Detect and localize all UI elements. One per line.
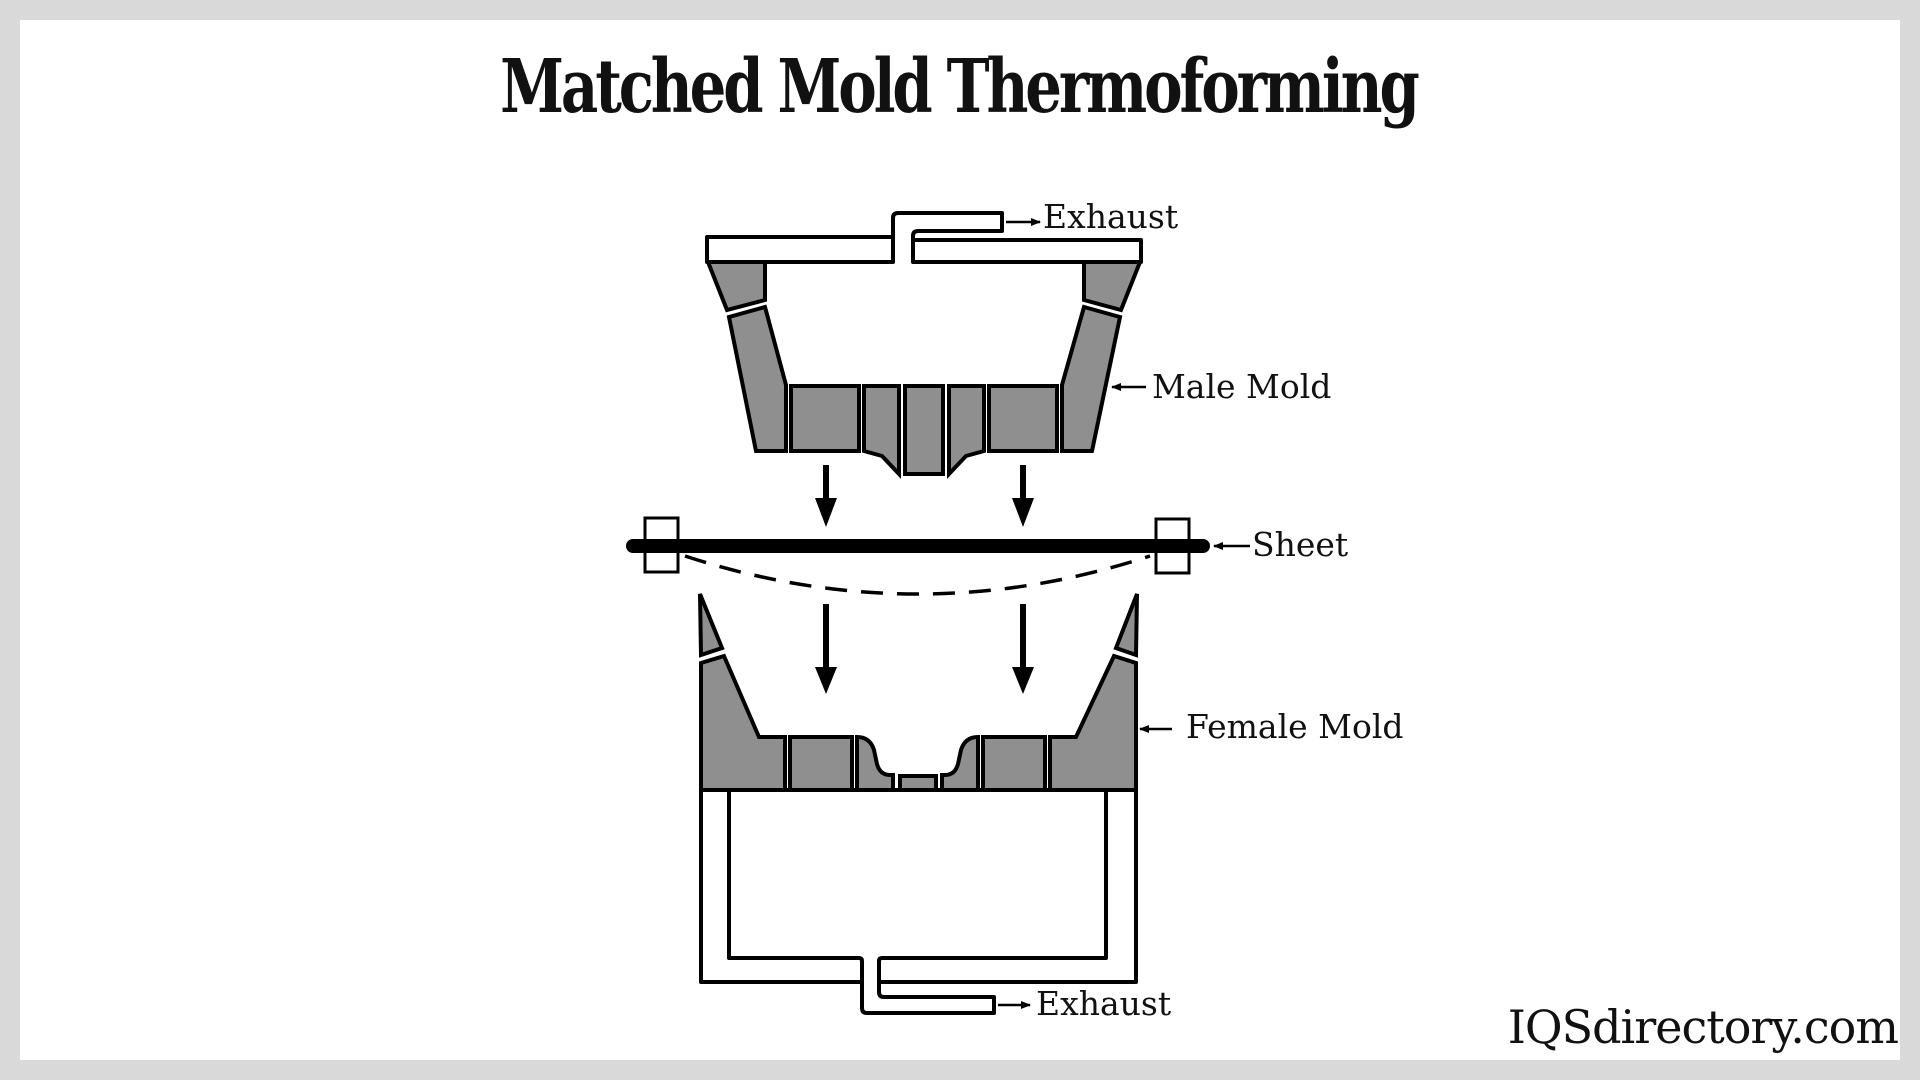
- female-mold-right-wall: [1048, 653, 1138, 792]
- female-mold-left-wall: [699, 653, 787, 792]
- down-arrow-head: [815, 498, 837, 527]
- male-mold-left-upper-wedge: [705, 260, 767, 313]
- male-mold-top-plate-left: [705, 235, 895, 264]
- female-mold-curved-block-right: [940, 734, 980, 792]
- sagged-sheet-dashed: [684, 554, 1151, 596]
- female-mold-curved-block-left: [855, 734, 895, 792]
- down-arrow-head: [1012, 667, 1034, 694]
- female-exhaust-chamber-inner: [727, 792, 1108, 1015]
- exhaust-bottom-label: Exhaust: [1036, 984, 1172, 1023]
- down-arrow-head: [1012, 498, 1034, 527]
- male-mold: [705, 211, 1143, 480]
- female-mold-right-upper-wedge: [1113, 593, 1139, 658]
- male-mold-top-plate-right: [911, 238, 1143, 264]
- male-mold-label: Male Mold: [1152, 367, 1332, 406]
- female-mold-label: Female Mold: [1186, 707, 1404, 746]
- male-mold-block: [789, 384, 861, 453]
- male-exhaust-pipe: [891, 211, 1004, 262]
- male-mold-right-wall: [1060, 304, 1123, 453]
- male-mold-left-wall: [726, 304, 788, 453]
- down-arrows-lower: [815, 604, 1034, 694]
- female-mold-center-bar: [898, 774, 938, 792]
- male-mold-chamfer-block-left: [862, 384, 901, 480]
- exhaust-top-label: Exhaust: [1043, 197, 1179, 236]
- male-mold-right-upper-wedge: [1082, 260, 1143, 313]
- female-mold: [698, 593, 1139, 1015]
- female-mold-block: [788, 735, 854, 792]
- page-title: Matched Mold Thermoforming: [500, 44, 1420, 130]
- male-mold-chamfer-block-right: [947, 384, 986, 480]
- sheet-label: Sheet: [1252, 525, 1349, 564]
- female-mold-left-upper-wedge: [698, 593, 725, 658]
- iqsdirectory-watermark: IQSdirectory.com: [1507, 1000, 1899, 1054]
- down-arrows-upper: [815, 465, 1034, 527]
- female-mold-block: [981, 735, 1047, 792]
- male-mold-block: [987, 384, 1059, 453]
- down-arrow-head: [815, 667, 837, 694]
- sheet-assembly: [626, 516, 1250, 596]
- male-mold-center-block: [903, 384, 945, 476]
